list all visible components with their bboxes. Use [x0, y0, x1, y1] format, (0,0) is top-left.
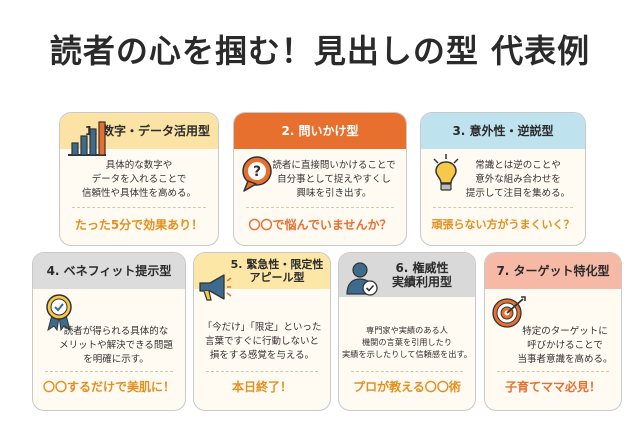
card-header-label: 3. 意外性・逆説型 [452, 123, 554, 138]
card-question: 2. 問いかけ型 ? 読者に直接問いかけることで 自分事として捉えやすくし 興味… [233, 112, 407, 246]
card-example: プロが教える〇〇術 [353, 380, 461, 394]
card-header: 2. 問いかけ型 [234, 113, 406, 149]
bar-chart-icon [66, 119, 108, 161]
svg-text:?: ? [253, 164, 261, 180]
card-header-label: 4. ベネフィット提示型 [46, 263, 172, 278]
megaphone-icon [196, 271, 232, 309]
page-title: 読者の心を掴む！見出しの型 代表例 [49, 32, 591, 70]
card-example: 頑張らない方がうまくいく？ [431, 218, 575, 231]
card-example: 子育てママ必見！ [504, 380, 601, 394]
card-urgency: 5. 緊急性・限定性 アピール型 「今だけ」「限定」といった 言葉ですぐに行動し… [193, 252, 331, 411]
card-description: 専門家や実績のある人 機関の言葉を引用したり 実績を示したりして信頼感を出す。 [342, 325, 472, 359]
card-example: 本日終了！ [231, 380, 292, 394]
card-header-label: 6. 権威性 実績利用型 [391, 260, 452, 289]
card-header: 6. 権威性 実績利用型 [339, 253, 475, 297]
lightbulb-icon [431, 153, 461, 197]
card-header-label: 7. ターゲット特化型 [496, 263, 610, 278]
card-example: 〇〇するだけで美肌に！ [42, 380, 175, 394]
card-header: 3. 意外性・逆説型 [421, 113, 585, 149]
card-example: たった5分で効果あり！ [74, 218, 204, 232]
verified-person-icon [345, 261, 379, 301]
card-description: 具体的な数字や データを入れることで 信頼性や具体性を高める。 [81, 160, 196, 199]
card-header: 4. ベネフィット提示型 [33, 253, 185, 289]
card-header: 7. ターゲット特化型 [485, 253, 621, 289]
award-ribbon-icon [43, 293, 75, 335]
card-description: 読者に直接問いかけることで 自分事として捉えやすくし 興味を引き出す。 [272, 160, 396, 199]
card-example: 〇〇で悩んでいませんか？ [248, 218, 392, 232]
card-header: 5. 緊急性・限定性 アピール型 [194, 253, 330, 289]
card-benefit: 4. ベネフィット提示型 読者が得られる具体的な メリットや解決できる問題 を明… [32, 252, 186, 411]
card-surprise: 3. 意外性・逆説型 常識とは逆のことや 意外な組み合わせを 提示して注目を集め… [420, 112, 586, 246]
card-description: 「今だけ」「限定」といった 言葉ですぐに行動しないと 損をする感覚を与える。 [202, 322, 322, 361]
question-bubble-icon: ? [240, 155, 274, 197]
card-description: 読者が得られる具体的な メリットや解決できる問題 を明確に示す。 [59, 326, 173, 365]
card-authority: 6. 権威性 実績利用型 専門家や実績のある人 機関の言葉を引用したり 実績を示… [338, 252, 476, 411]
card-header-label: 1. 数字・データ活用型 [84, 123, 210, 138]
card-description: 特定のターゲットに 呼びかけることで 当事者意識を高める。 [517, 326, 613, 365]
card-header-label: 2. 問いかけ型 [281, 123, 359, 138]
target-icon [491, 295, 527, 335]
card-description: 常識とは逆のことや 意外な組み合わせを 提示して注目を集める。 [465, 160, 571, 199]
card-target: 7. ターゲット特化型 特定のターゲットに 呼びかけることで 当事者意識を高める… [484, 252, 622, 411]
card-numbers-data: 1. 数字・データ活用型 具体的な数字や データを入れることで 信頼性や具体性を… [59, 112, 219, 246]
card-header-label: 5. 緊急性・限定性 アピール型 [230, 257, 324, 284]
